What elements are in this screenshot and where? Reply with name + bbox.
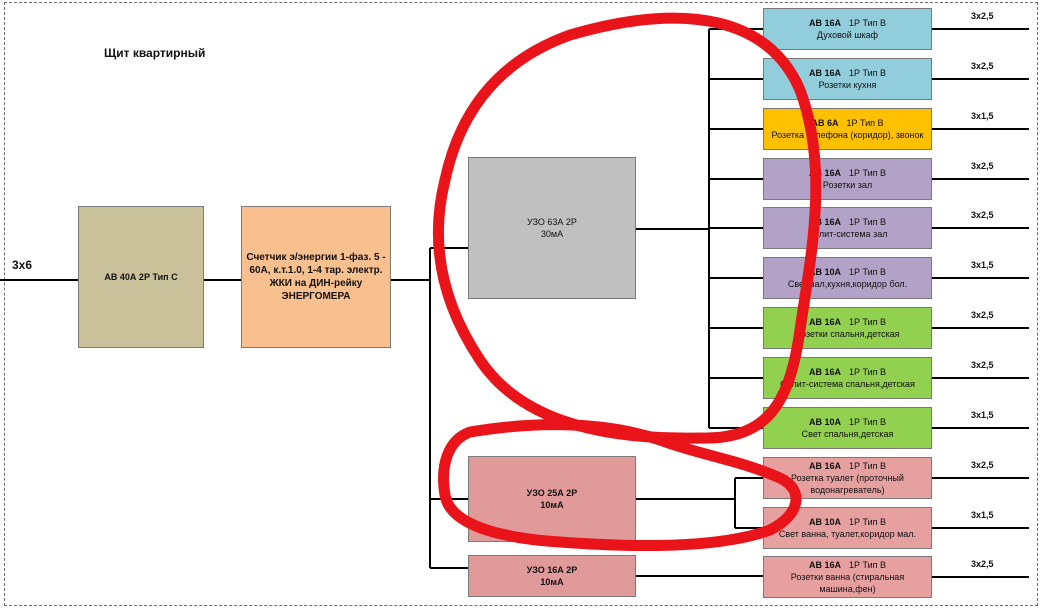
breaker-spec: 1Р Тип В — [849, 217, 887, 227]
breaker-circuit-label: Розетка туалет (проточный водонагревател… — [791, 473, 904, 495]
branch-breaker: АВ 16А 1Р Тип В Сплит-система зал — [763, 207, 932, 249]
breaker-rating-row: АВ 16А 1Р Тип В — [809, 17, 886, 29]
breaker-rating: АВ 16А — [808, 560, 841, 570]
meter-line: ЭНЕРГОМЕРА — [281, 291, 351, 302]
rcd-sensitivity: 30мА — [540, 229, 564, 239]
breaker-rating-row: АВ 10А 1Р Тип В — [809, 516, 886, 528]
branch-breaker: АВ 16А 1Р Тип В Розетки спальня,детская — [763, 307, 932, 349]
rcd-rating: УЗО 25А 2Р — [526, 488, 578, 498]
rcd-box: УЗО 63А 2Р 30мА — [468, 157, 636, 299]
branch-breaker: АВ 16А 1Р Тип В Розетка туалет (проточный … — [763, 457, 932, 499]
breaker-rating: АВ 16А — [808, 18, 841, 28]
breaker-rating: АВ 10А — [808, 267, 841, 277]
breaker-spec: 1Р Тип В — [849, 367, 887, 377]
branch-breaker: АВ 16А 1Р Тип В Розетки зал — [763, 158, 932, 200]
main-breaker-label: АВ 40А 2Р Тип С — [104, 272, 178, 282]
breaker-spec: 1Р Тип В — [849, 517, 887, 527]
breaker-rating: АВ 16А — [808, 461, 841, 471]
diagram-title: Щит квартирный — [104, 46, 206, 60]
cable-spec-label: 3х2,5 — [971, 559, 994, 569]
breaker-circuit-label: Свет зал,кухня,коридор бол. — [787, 279, 908, 289]
breaker-spec: 1Р Тип В — [849, 417, 887, 427]
cable-spec-label: 3х2,5 — [971, 161, 994, 171]
breaker-rating: АВ 16А — [808, 68, 841, 78]
breaker-spec: 1Р Тип В — [849, 168, 887, 178]
main-breaker: АВ 40А 2Р Тип С — [78, 206, 204, 348]
meter-line: ЖКИ на ДИН-рейку — [269, 278, 363, 289]
input-cable-label: 3х6 — [12, 258, 33, 272]
breaker-rating: АВ 16А — [808, 367, 841, 377]
breaker-rating: АВ 6А — [811, 118, 839, 128]
breaker-circuit-label: Свет ванна, туалет,коридор мал. — [778, 529, 917, 539]
breaker-rating-row: АВ 16А 1Р Тип В — [809, 366, 886, 378]
branch-breaker: АВ 16А 1Р Тип В Духовой шкаф — [763, 8, 932, 50]
breaker-rating-row: АВ 16А 1Р Тип В — [809, 216, 886, 228]
breaker-rating: АВ 10А — [808, 517, 841, 527]
cable-spec-label: 3х1,5 — [971, 510, 994, 520]
meter-line: 60А, к.т.1.0, 1-4 тар. электр. — [249, 265, 383, 276]
branch-breaker: АВ 6А 1Р Тип В Розетка телефона (коридор),… — [763, 108, 932, 150]
breaker-rating-row: АВ 16А 1Р Тип В — [809, 167, 886, 179]
breaker-circuit-label: Розетки зал — [822, 180, 873, 190]
cable-spec-label: 3х1,5 — [971, 111, 994, 121]
breaker-spec: 1Р Тип В — [849, 68, 887, 78]
breaker-rating-row: АВ 16А 1Р Тип В — [809, 67, 886, 79]
breaker-rating-row: АВ 16А 1Р Тип В — [809, 316, 886, 328]
branch-breaker: АВ 10А 1Р Тип В Свет спальня,детская — [763, 407, 932, 449]
breaker-circuit-label: Розетки спальня,детская — [795, 329, 900, 339]
breaker-rating: АВ 16А — [808, 168, 841, 178]
rcd-sensitivity: 10мА — [540, 500, 564, 510]
breaker-rating-row: АВ 10А 1Р Тип В — [809, 266, 886, 278]
breaker-rating: АВ 10А — [808, 417, 841, 427]
energy-meter: Счетчик э/энергии 1-фаз. 5 - 60А, к.т.1.… — [241, 206, 391, 348]
branch-breaker: АВ 10А 1Р Тип В Свет зал,кухня,коридор бол… — [763, 257, 932, 299]
rcd-box: УЗО 25А 2Р 10мА — [468, 456, 636, 542]
breaker-circuit-label: Розетки кухня — [818, 80, 877, 90]
branch-breaker: АВ 16А 1Р Тип В Сплит-система спальня,детс… — [763, 357, 932, 399]
breaker-circuit-label: Сплит-система спальня,детская — [780, 379, 915, 389]
cable-spec-label: 3х2,5 — [971, 310, 994, 320]
breaker-spec: 1Р Тип В — [849, 461, 887, 471]
breaker-circuit-label: Свет спальня,детская — [801, 429, 894, 439]
breaker-circuit-label: Духовой шкаф — [816, 30, 879, 40]
branch-breaker: АВ 16А 1Р Тип В Розетки ванна (стиральная … — [763, 556, 932, 598]
branch-breaker: АВ 10А 1Р Тип В Свет ванна, туалет,коридор… — [763, 507, 932, 549]
meter-line: Счетчик э/энергии 1-фаз. 5 - — [246, 252, 386, 263]
cable-spec-label: 3х2,5 — [971, 210, 994, 220]
breaker-rating: АВ 16А — [808, 317, 841, 327]
breaker-spec: 1Р Тип В — [849, 560, 887, 570]
breaker-spec: 1Р Тип В — [846, 118, 884, 128]
rcd-sensitivity: 10мА — [540, 577, 564, 587]
cable-spec-label: 3х2,5 — [971, 61, 994, 71]
breaker-circuit-label: Розетка телефона (коридор), звонок — [771, 130, 924, 140]
panel-frame — [4, 2, 1038, 606]
breaker-rating-row: АВ 6А 1Р Тип В — [811, 117, 883, 129]
breaker-circuit-label: Розетки ванна (стиральная машина,фен) — [790, 572, 905, 594]
breaker-rating-row: АВ 16А 1Р Тип В — [809, 460, 886, 472]
breaker-spec: 1Р Тип В — [849, 267, 887, 277]
rcd-box: УЗО 16А 2Р 10мА — [468, 555, 636, 597]
cable-spec-label: 3х1,5 — [971, 410, 994, 420]
cable-spec-label: 3х2,5 — [971, 11, 994, 21]
breaker-circuit-label: Сплит-система зал — [807, 229, 888, 239]
cable-spec-label: 3х2,5 — [971, 360, 994, 370]
breaker-spec: 1Р Тип В — [849, 317, 887, 327]
breaker-rating-row: АВ 10А 1Р Тип В — [809, 416, 886, 428]
breaker-rating-row: АВ 16А 1Р Тип В — [809, 559, 886, 571]
cable-spec-label: 3х1,5 — [971, 260, 994, 270]
breaker-spec: 1Р Тип В — [849, 18, 887, 28]
breaker-rating: АВ 16А — [808, 217, 841, 227]
branch-breaker: АВ 16А 1Р Тип В Розетки кухня — [763, 58, 932, 100]
cable-spec-label: 3х2,5 — [971, 460, 994, 470]
rcd-rating: УЗО 63А 2Р — [527, 217, 577, 227]
rcd-rating: УЗО 16А 2Р — [526, 565, 578, 575]
